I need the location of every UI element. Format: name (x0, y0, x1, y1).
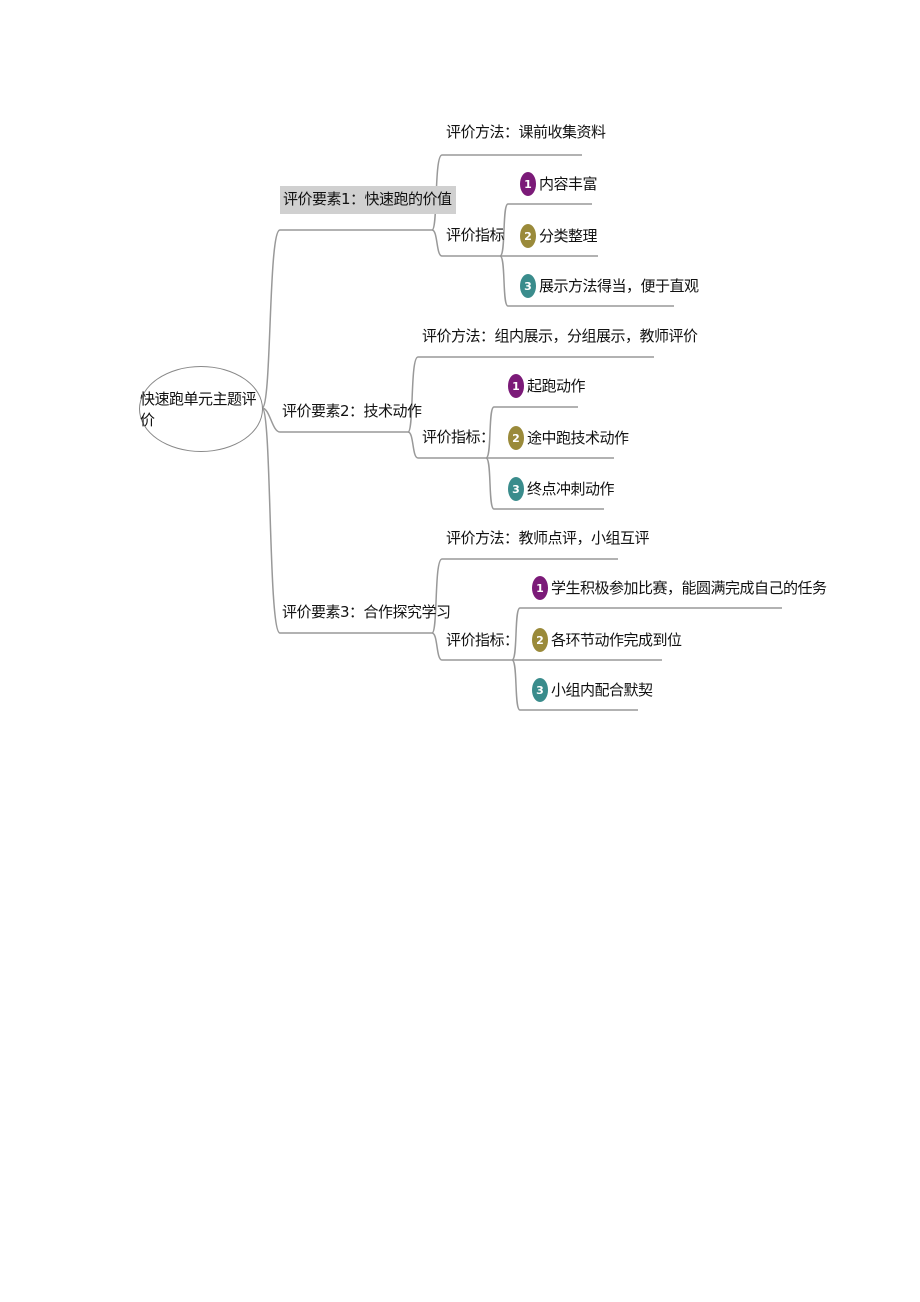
number-3-badge: 3 (508, 477, 524, 501)
element-3-indicator-label: 评价指标： (446, 631, 519, 649)
number-2-badge: 2 (520, 224, 536, 248)
element-3-item-3: 小组内配合默契 (551, 681, 653, 699)
element-3-item-2: 各环节动作完成到位 (551, 631, 682, 649)
root-node: 快速跑单元主题评价 (139, 366, 263, 452)
number-2-badge: 2 (532, 628, 548, 652)
element-3-method: 评价方法：教师点评，小组互评 (446, 529, 650, 547)
element-1-item-1: 内容丰富 (539, 175, 598, 193)
element-1-title: 评价要素1：快速跑的价值 (280, 186, 456, 214)
element-2-item-3: 终点冲刺动作 (527, 480, 615, 498)
element-2-method: 评价方法：组内展示，分组展示，教师评价 (422, 327, 698, 345)
element-2-title: 评价要素2：技术动作 (282, 402, 422, 420)
element-3-title: 评价要素3：合作探究学习 (282, 603, 451, 621)
element-2-indicator-label: 评价指标： (422, 428, 495, 446)
element-2-item-2: 途中跑技术动作 (527, 429, 629, 447)
number-1-badge: 1 (532, 576, 548, 600)
element-1-item-3: 展示方法得当，便于直观 (539, 277, 699, 295)
element-1-indicator-label: 评价指标 (446, 226, 505, 244)
element-3-item-1: 学生积极参加比赛，能圆满完成自己的任务 (551, 579, 827, 597)
number-1-badge: 1 (508, 374, 524, 398)
element-1-item-2: 分类整理 (539, 227, 598, 245)
number-1-badge: 1 (520, 172, 536, 196)
element-1-method: 评价方法：课前收集资料 (446, 123, 606, 141)
number-2-badge: 2 (508, 426, 524, 450)
element-2-item-1: 起跑动作 (527, 377, 586, 395)
number-3-badge: 3 (532, 678, 548, 702)
number-3-badge: 3 (520, 274, 536, 298)
